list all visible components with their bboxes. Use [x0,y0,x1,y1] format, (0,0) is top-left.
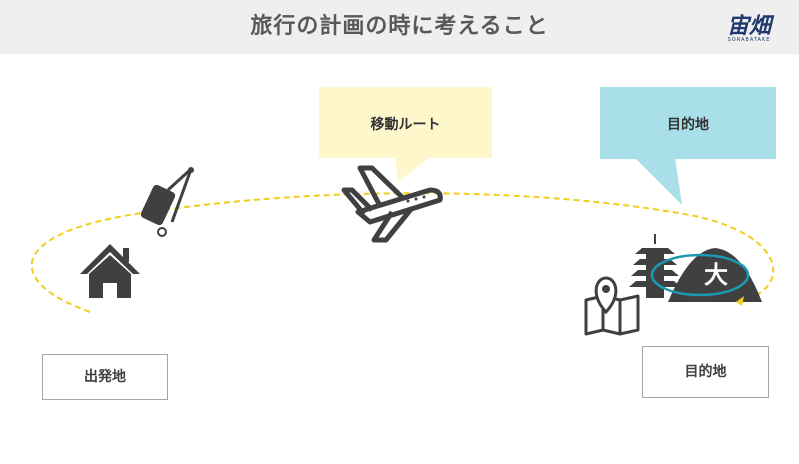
origin-label: 出発地 [42,354,168,400]
logo-subtext: SORABATAKE [727,37,771,43]
destination-callout-label: 目的地 [667,117,709,133]
destination-callout [600,87,776,205]
pagoda-icon [629,234,681,298]
landmark-character: 大 [704,261,728,289]
orbit-arrow [650,253,750,306]
house-icon [80,244,140,298]
airplane-icon [341,165,443,243]
logo: 宙畑 SORABATAKE [722,6,776,48]
header-bar [0,0,799,54]
logo-text: 宙畑 [726,14,771,39]
route-callout [319,87,492,182]
suitcase-icon [140,167,194,237]
travel-path [30,192,775,313]
mountain-icon: 大 [668,248,762,302]
page-title: 旅行の計画の時に考えること [250,14,549,39]
destination-label: 目的地 [642,346,769,398]
route-callout-label: 移動ルート [370,117,441,133]
map-pin-icon [584,276,640,336]
